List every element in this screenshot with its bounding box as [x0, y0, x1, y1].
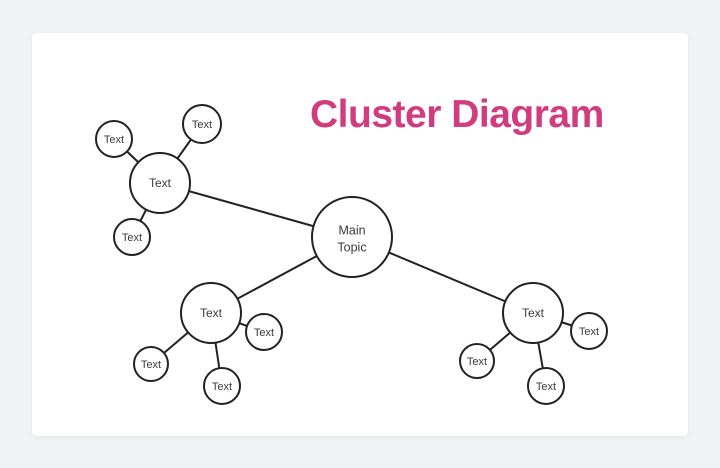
cluster3-child2-label: Text	[467, 356, 487, 368]
cluster3-group: Text Text Text Text	[459, 282, 608, 405]
cluster3-hub-label: Text	[522, 306, 545, 320]
cluster1-child2-label: Text	[192, 119, 212, 131]
cluster1-hub-node	[129, 152, 191, 214]
cluster1-group: Text Text Text Text	[95, 104, 222, 256]
cluster3-child3-label: Text	[536, 381, 556, 393]
cluster-diagram-canvas: Main Topic Text Text Text Text Text Text	[95, 104, 608, 405]
cluster2-child1-node	[245, 313, 283, 351]
main-topic-label-line1: Main	[338, 223, 365, 237]
cluster3-hub-node	[502, 282, 564, 344]
diagram-card: Main Topic Text Text Text Text Text Text	[32, 33, 688, 436]
cluster1-hub-label: Text	[149, 176, 172, 190]
main-topic-label-line2: Topic	[337, 240, 366, 254]
cluster1-child1-label: Text	[104, 134, 124, 146]
cluster1-child1-node	[95, 120, 133, 158]
cluster3-child2-node	[459, 343, 495, 379]
cluster1-child3-label: Text	[122, 232, 142, 244]
cluster2-child2-node	[133, 346, 169, 382]
cluster2-hub-node	[180, 282, 242, 344]
cluster3-child1-label: Text	[579, 326, 599, 338]
cluster2-child1-label: Text	[254, 327, 274, 339]
cluster3-child3-node	[527, 367, 565, 405]
cluster1-child3-node	[113, 218, 151, 256]
main-topic-node	[311, 196, 393, 278]
page-title: Cluster Diagram	[310, 93, 604, 136]
cluster1-child2-node	[182, 104, 222, 144]
cluster2-hub-label: Text	[200, 306, 223, 320]
cluster3-child1-node	[570, 312, 608, 350]
main-topic-group: Main Topic	[311, 196, 393, 278]
cluster2-group: Text Text Text Text	[133, 282, 283, 405]
cluster2-child3-node	[203, 367, 241, 405]
cluster2-child3-label: Text	[212, 381, 232, 393]
cluster2-child2-label: Text	[141, 359, 161, 371]
